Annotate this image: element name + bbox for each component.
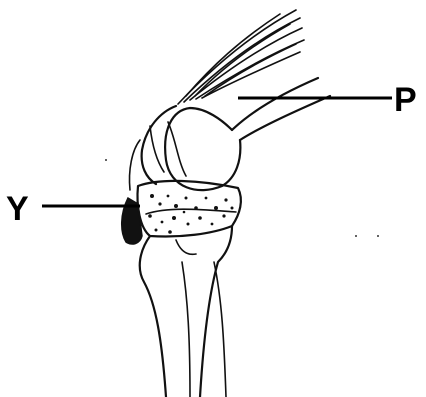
joint-capsule [122, 181, 241, 244]
femur [165, 78, 330, 190]
label-y: Y [6, 190, 29, 228]
fibula [214, 262, 226, 397]
patella [129, 106, 176, 190]
tendon-fibres [178, 10, 304, 104]
label-p: P [394, 81, 417, 119]
scan-specks [105, 159, 379, 237]
cartilage-speckle [148, 194, 233, 234]
tibia [140, 226, 232, 397]
